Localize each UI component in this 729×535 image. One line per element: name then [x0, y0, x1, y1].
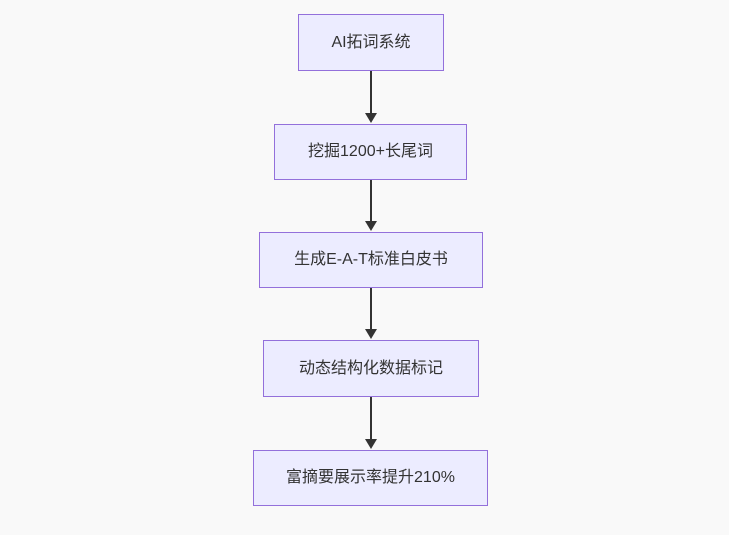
flow-node-label: 富摘要展示率提升210% — [286, 469, 455, 486]
flow-node-label: 动态结构化数据标记 — [298, 359, 443, 377]
flow-node-rich-snippet-uplift: 富摘要展示率提升210% — [253, 450, 488, 506]
arrow-n3-n4 — [365, 288, 377, 339]
arrow-n2-n3 — [365, 180, 377, 231]
flow-node-generate-eat-whitepaper: 生成E-A-T标准白皮书 — [259, 232, 483, 288]
arrow-n1-n2 — [365, 71, 377, 123]
flow-node-label: 生成E-A-T标准白皮书 — [294, 251, 448, 268]
flow-node-ai-keyword-system: AI拓词系统 — [298, 14, 444, 71]
flow-node-label: 挖掘1200+长尾词 — [308, 143, 433, 160]
flow-node-mine-longtail-keywords: 挖掘1200+长尾词 — [274, 124, 467, 180]
flow-node-label: AI拓词系统 — [331, 33, 411, 51]
flow-node-dynamic-structured-data: 动态结构化数据标记 — [263, 340, 479, 397]
arrow-n4-n5 — [365, 397, 377, 449]
